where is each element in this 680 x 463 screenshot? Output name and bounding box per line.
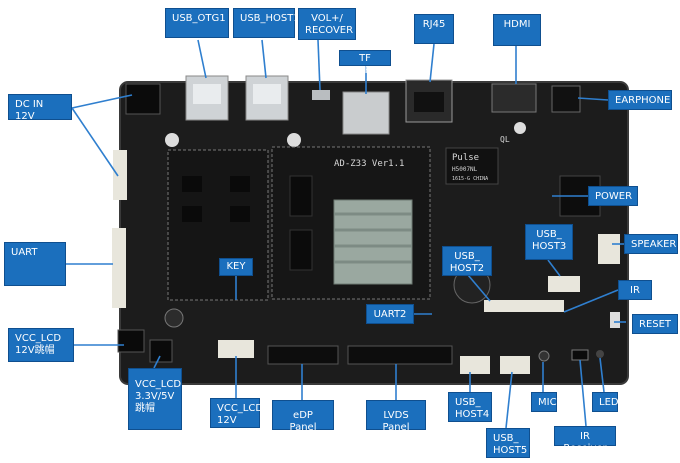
pulse-brand-text: Pulse <box>452 153 479 163</box>
label-uart: UART <box>4 242 66 286</box>
label-dc-in: DC IN 12V <box>8 94 72 122</box>
label-rj45: RJ45 <box>414 14 454 44</box>
usb-host4-connector <box>460 356 490 374</box>
label-usb-host3: USB_ HOST3 <box>525 224 573 260</box>
label-lvds-panel: LVDS Panel <box>366 400 426 433</box>
ql-silkscreen: QL <box>500 135 510 144</box>
vcc-lcd-12v-connector <box>218 340 254 358</box>
label-vcc-lcd-3v3-5v-jumper: VCC_LCD 3.3V/5V 跳帽 <box>128 368 182 430</box>
label-ir-receiver: IR Receiver <box>554 426 616 454</box>
label-led: LED <box>592 392 619 412</box>
label-ir: IR <box>618 280 652 300</box>
leader-lines <box>66 39 626 429</box>
tf-card-slot <box>342 91 390 135</box>
uart-connector <box>112 228 126 308</box>
label-tf-card: TF CARD <box>339 50 391 76</box>
label-key: KEY <box>219 258 253 276</box>
label-usb-host1: USB_HOST1 <box>233 8 300 38</box>
label-earphone: EARPHONE <box>608 90 672 110</box>
pulse-transformer <box>445 147 499 185</box>
label-reset: RESET <box>632 314 678 334</box>
usb-host3-connector <box>548 276 580 292</box>
model-silkscreen: AD-Z33 Ver1.1 <box>334 159 404 169</box>
label-usb-host4: USB_ HOST4 <box>448 392 492 422</box>
label-vol-recover: VOL+/ RECOVER <box>298 8 356 40</box>
dc-header-connector <box>113 150 127 200</box>
label-edp-panel: eDP Panel <box>272 400 334 433</box>
label-vcc-lcd-12v: VCC_LCD 12V <box>210 398 263 428</box>
vol-recover-button <box>312 90 330 100</box>
speaker-connector <box>598 234 620 264</box>
usb-host5-connector <box>500 356 530 374</box>
pulse-code-text: 1615-G CHINA <box>452 176 488 182</box>
lvds-header <box>347 345 453 365</box>
label-hdmi: HDMI <box>493 14 541 46</box>
usb-host2-connector <box>484 300 564 312</box>
power-module <box>167 149 269 301</box>
dc-jack <box>125 83 161 115</box>
pulse-part-text: H5007NL <box>452 166 478 173</box>
label-usb-otg1: USB_OTG1 <box>165 8 229 38</box>
label-mic: MIC <box>531 392 557 412</box>
label-usb-host2: USB_ HOST2 <box>442 246 492 276</box>
edp-header <box>267 345 339 365</box>
earphone-jack <box>551 85 581 113</box>
label-vcc-lcd-12v-jumper: VCC_LCD 12V跳帽 <box>8 328 74 362</box>
label-usb-host5: USB_ HOST5 <box>486 428 530 458</box>
reset-button <box>610 312 620 328</box>
hdmi-port <box>491 83 537 113</box>
label-uart2: UART2 <box>366 304 414 324</box>
label-power: POWER <box>588 186 638 206</box>
label-speaker: SPEAKER <box>624 234 678 254</box>
